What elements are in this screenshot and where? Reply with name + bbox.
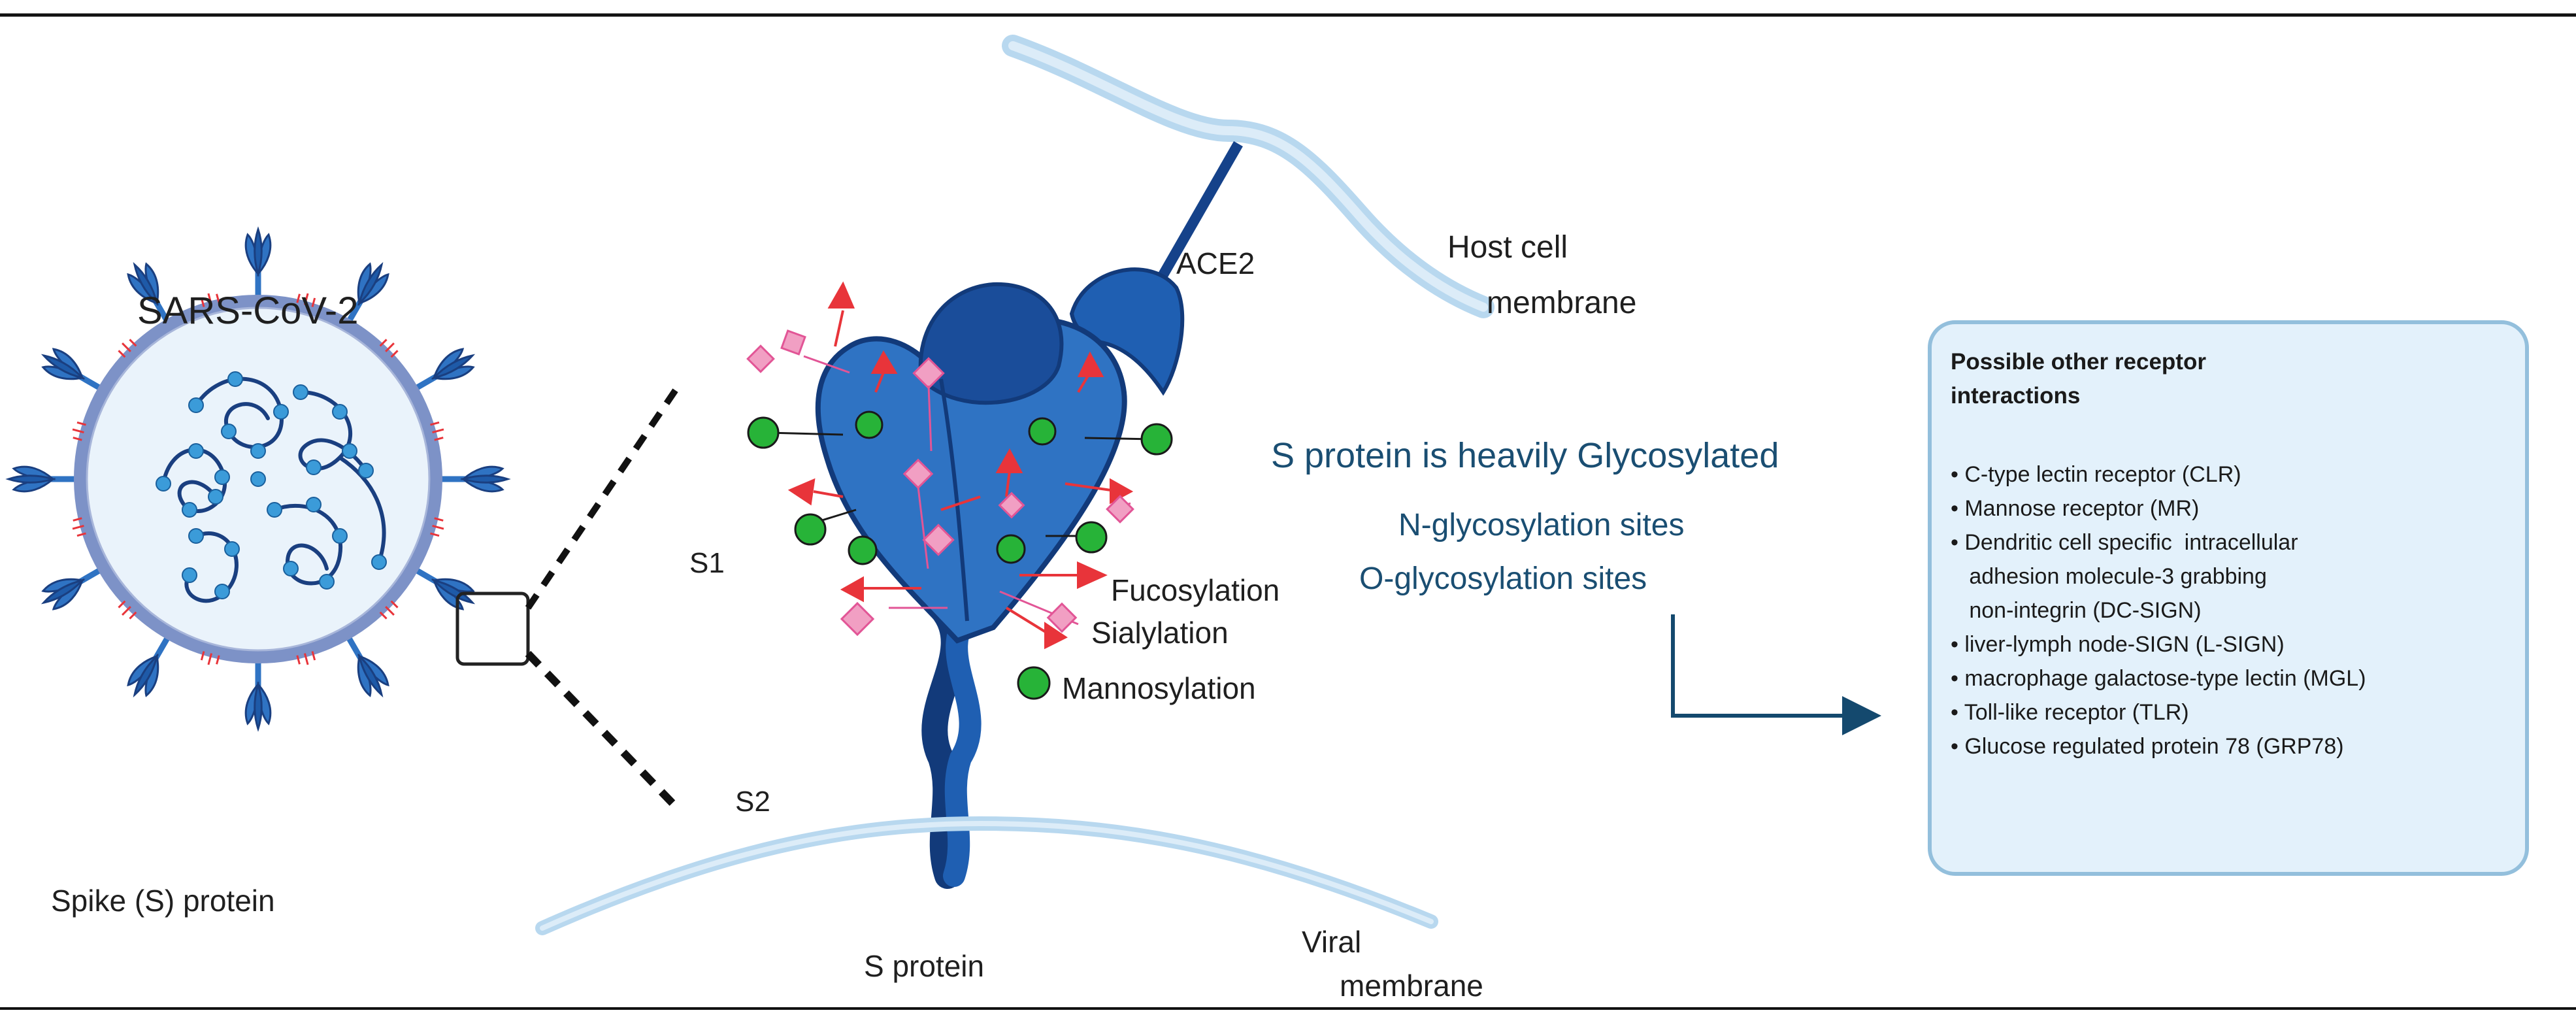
- receptor-interactions-box: [1928, 320, 2529, 876]
- glycans-red-triangles: [787, 281, 1134, 650]
- fucosylation-label: Fucosylation: [1111, 573, 1280, 607]
- nucleocapsid-dots: [156, 371, 387, 599]
- receptor-arrow: [1671, 614, 1881, 735]
- s2-stalk-right: [943, 597, 985, 887]
- s2-label: S2: [735, 786, 770, 818]
- receptor-item: • Dendritic cell specific intracellular: [1951, 530, 2298, 555]
- receptor-list: • C-type lectin receptor (CLR) • Mannose…: [1951, 458, 2366, 763]
- s-protein-label: S protein: [864, 949, 985, 983]
- receptor-item: adhesion molecule-3 grabbing: [1951, 564, 2267, 589]
- o-glycosylation-label: O-glycosylation sites: [1359, 561, 1647, 596]
- host-cell-label-1: Host cell: [1447, 230, 1568, 265]
- host-cell-label-2: membrane: [1487, 286, 1637, 320]
- zoom-line-top: [525, 387, 680, 610]
- receptor-item: non-integrin (DC-SIGN): [1951, 598, 2202, 623]
- s1-top-lobe: [918, 282, 1064, 405]
- s-protein-structure: [815, 282, 1127, 889]
- glycosylation-heading: S protein is heavily Glycosylated: [1271, 436, 1779, 475]
- glycans-pink-diamonds: [746, 329, 1134, 637]
- receptor-item: • Toll-like receptor (TLR): [1951, 700, 2189, 725]
- ace2-label: ACE2: [1176, 246, 1255, 280]
- viral-membrane-label-1: Viral: [1302, 925, 1362, 959]
- zoom-line-bottom: [525, 650, 680, 810]
- n-glycosylation-label: N-glycosylation sites: [1398, 508, 1685, 542]
- receptor-item: • Glucose regulated protein 78 (GRP78): [1951, 734, 2344, 759]
- viral-membrane-label-2: membrane: [1340, 969, 1483, 1003]
- virus-title: SARS-CoV-2: [137, 290, 359, 332]
- glycans-green-circles: [747, 410, 1173, 700]
- zoom-box: [455, 592, 530, 666]
- spike-protein-label: Spike (S) protein: [51, 884, 275, 918]
- receptor-item: • macrophage galactose-type lectin (MGL): [1951, 666, 2366, 691]
- virus-particle: [8, 229, 508, 729]
- s1-label: S1: [689, 547, 725, 579]
- receptor-item: • liver-lymph node-SIGN (L-SIGN): [1951, 632, 2285, 657]
- receptor-box-title: Possible other receptor interactions: [1951, 349, 2206, 409]
- receptor-item: • Mannose receptor (MR): [1951, 496, 2200, 521]
- receptor-item: • C-type lectin receptor (CLR): [1951, 462, 2241, 487]
- sialylation-label: Sialylation: [1091, 616, 1229, 650]
- mannosylation-label: Mannosylation: [1062, 671, 1256, 705]
